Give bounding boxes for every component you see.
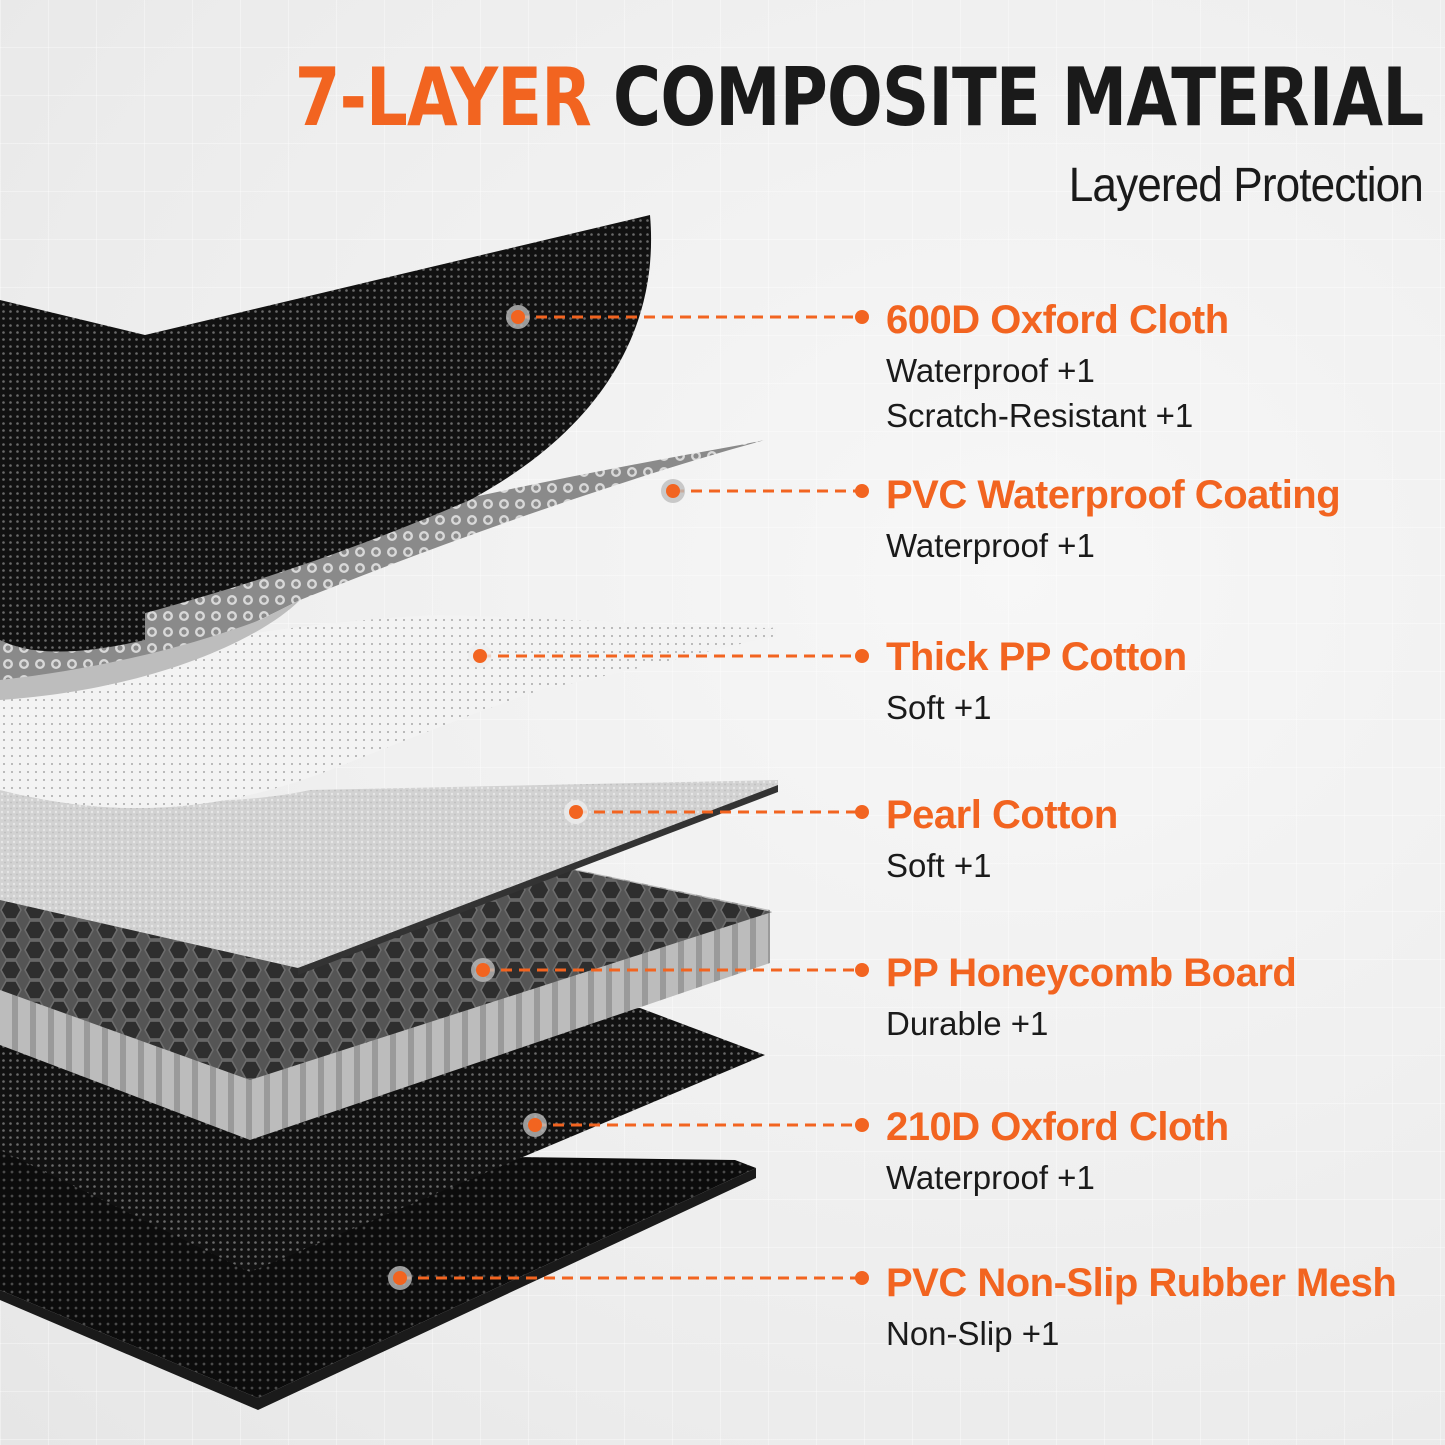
- layer-name: 600D Oxford Cloth: [886, 298, 1229, 342]
- layer-feature: Waterproof +1: [886, 527, 1095, 564]
- page-title: 7-LAYER COMPOSITE MATERIAL: [294, 58, 1423, 138]
- layer-feature: Waterproof +1: [886, 1159, 1095, 1196]
- layer-feature: Durable +1: [886, 1005, 1049, 1042]
- layer-name: PVC Waterproof Coating: [886, 473, 1341, 517]
- layer-name: 210D Oxford Cloth: [886, 1105, 1229, 1149]
- layer-name: PVC Non-Slip Rubber Mesh: [886, 1261, 1397, 1305]
- title-main: COMPOSITE MATERIAL: [612, 51, 1424, 144]
- layer-name: Pearl Cotton: [886, 793, 1118, 837]
- layer-label-600d-oxford: 600D Oxford Cloth Waterproof +1 Scratch-…: [886, 300, 1229, 438]
- layer-label-pearl-cotton: Pearl Cotton Soft +1: [886, 795, 1118, 888]
- title-accent: 7-LAYER: [294, 51, 591, 144]
- layer-label-210d-oxford: 210D Oxford Cloth Waterproof +1: [886, 1107, 1229, 1200]
- layer-label-pvc-coating: PVC Waterproof Coating Waterproof +1: [886, 473, 1341, 568]
- layer-feature: Scratch-Resistant +1: [886, 397, 1194, 434]
- layer-label-honeycomb: PP Honeycomb Board Durable +1: [886, 951, 1297, 1046]
- layer-feature: Non-Slip +1: [886, 1315, 1060, 1352]
- layer-label-pp-cotton: Thick PP Cotton Soft +1: [886, 637, 1187, 730]
- layer-feature: Soft +1: [886, 689, 992, 726]
- layer-name: PP Honeycomb Board: [886, 951, 1297, 995]
- layer-feature: Soft +1: [886, 847, 992, 884]
- layer-label-rubber-mesh: PVC Non-Slip Rubber Mesh Non-Slip +1: [886, 1261, 1397, 1356]
- layer-feature: Waterproof +1: [886, 352, 1095, 389]
- layer-name: Thick PP Cotton: [886, 635, 1187, 679]
- page-subtitle: Layered Protection: [1068, 159, 1424, 212]
